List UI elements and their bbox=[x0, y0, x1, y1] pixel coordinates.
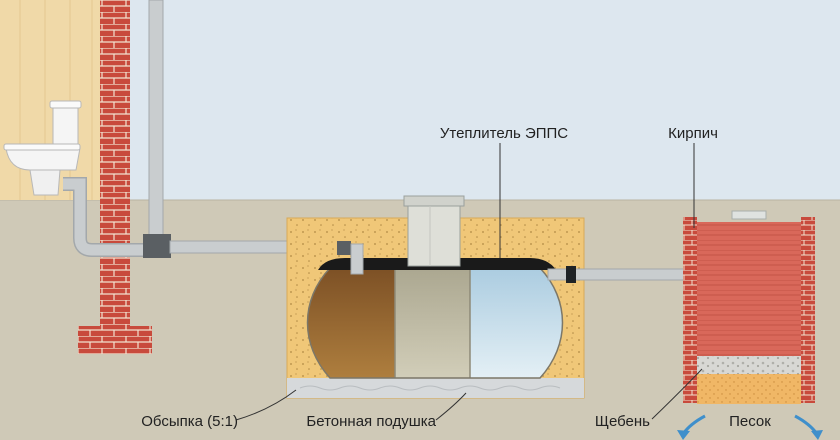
label-insulation: Утеплитель ЭППС bbox=[440, 125, 568, 142]
label-backfill: Обсыпка (5:1) bbox=[141, 413, 238, 430]
sky bbox=[0, 0, 840, 205]
well-cover bbox=[731, 210, 767, 220]
gravel-layer bbox=[697, 356, 801, 374]
septic-tank bbox=[307, 268, 563, 378]
toilet-icon bbox=[3, 100, 82, 196]
sand-layer bbox=[697, 374, 801, 404]
outlet-coupling bbox=[566, 266, 576, 283]
well-interior bbox=[697, 222, 801, 356]
house-brick-wall bbox=[100, 0, 130, 330]
label-brick: Кирпич bbox=[668, 125, 718, 142]
label-sand: Песок bbox=[729, 413, 771, 430]
label-gravel: Щебень bbox=[595, 413, 650, 430]
seepage-arrow-left-icon bbox=[677, 414, 706, 440]
vent-pipe bbox=[148, 0, 164, 239]
well-wall-right bbox=[801, 217, 815, 403]
foundation bbox=[78, 326, 152, 354]
label-concrete-pad: Бетонная подушка bbox=[306, 413, 436, 430]
well-wall-left bbox=[683, 217, 697, 403]
tank-neck bbox=[407, 201, 461, 267]
seepage-arrow-right-icon bbox=[794, 414, 823, 440]
concrete-pad bbox=[287, 378, 584, 398]
tee-fitting bbox=[143, 234, 171, 258]
